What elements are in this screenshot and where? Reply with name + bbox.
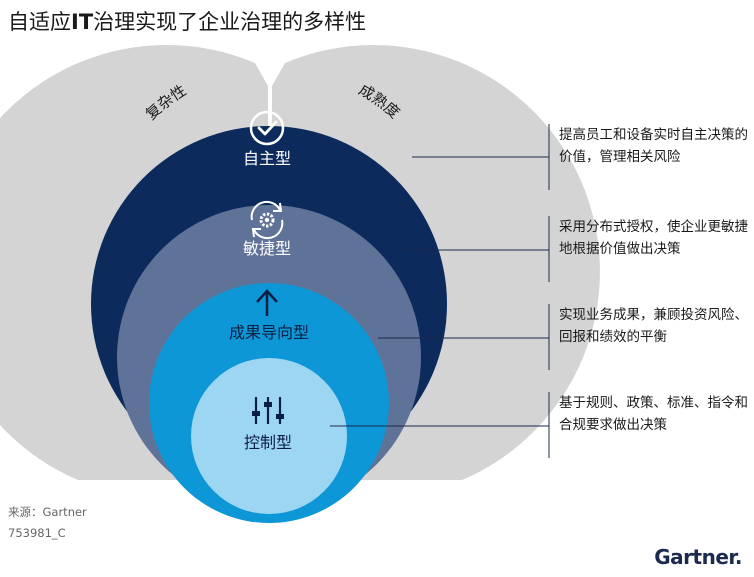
level-name-agile: 敏捷型: [243, 239, 291, 258]
description-autonomous: 提高员工和设备实时自主决策的价值，管理相关风险: [559, 127, 748, 165]
source-code: 753981_C: [8, 526, 66, 540]
sliders-icon: [252, 397, 284, 424]
description-control: 基于规则、政策、标准、指令和合规要求做出决策: [559, 395, 748, 433]
page-title: 自适应IT治理实现了企业治理的多样性: [8, 10, 367, 34]
arrow-up-icon: [256, 289, 278, 316]
ring-notch: [254, 60, 286, 87]
level-name-outcome: 成果导向型: [229, 323, 309, 342]
description-agile: 采用分布式授权，使企业更敏捷地根据价值做出决策: [559, 219, 748, 257]
description-outcome: 实现业务成果，兼顾投资风险、回报和绩效的平衡: [559, 307, 748, 345]
level-name-control: 控制型: [244, 433, 292, 452]
check-circle-icon: [249, 110, 285, 146]
control-circle: [191, 358, 347, 514]
gartner-logo: Gartner.: [654, 545, 742, 569]
source-label: 来源：Gartner: [8, 505, 87, 519]
gear-refresh-icon: [250, 200, 284, 240]
level-name-autonomous: 自主型: [243, 149, 291, 168]
